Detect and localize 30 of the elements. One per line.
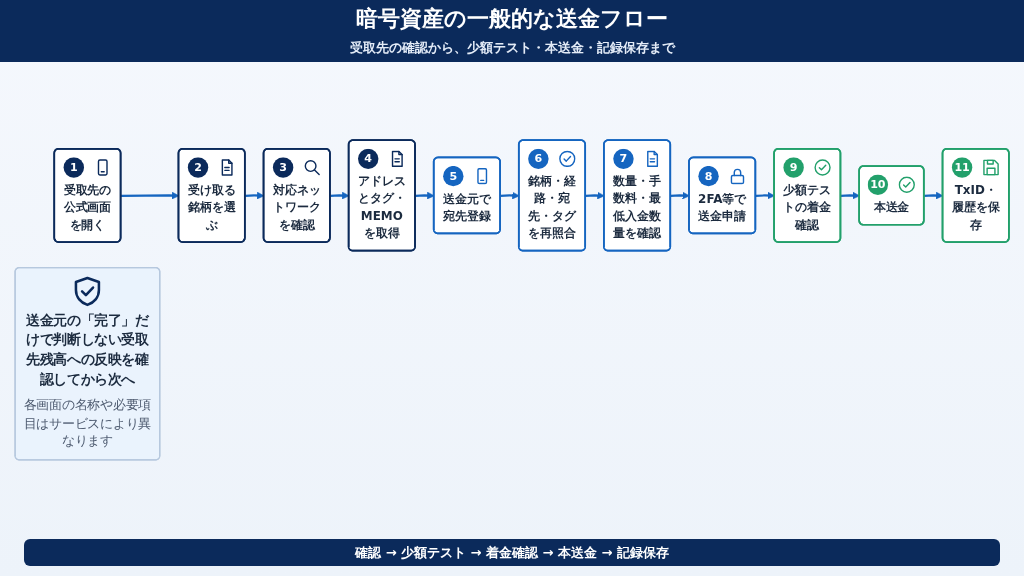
step-label: TxID・履歴を保存 (951, 181, 1001, 233)
process-box (53, 147, 122, 243)
process-box (858, 165, 925, 226)
step-label: 送金元で宛先登録 (442, 190, 492, 225)
step-label: 銘柄・経路・宛先・タグを再照合 (527, 173, 577, 242)
arrow (840, 191, 860, 200)
note-text: 各画面の名称や必要項目はサービスにより異なります (23, 395, 152, 451)
process-box (347, 139, 416, 252)
process-box (688, 156, 757, 235)
process-box (177, 147, 246, 243)
step-label: 受け取る銘柄を選ぶ (187, 181, 237, 233)
process-box (603, 139, 672, 252)
process-box (941, 147, 1010, 243)
process-box (432, 156, 501, 235)
step-label: アドレスとタグ・MEMOを取得 (357, 173, 407, 242)
step-label: 受取先の公式画面を開く (62, 181, 113, 233)
note-heading: 送金元の「完了」だけで判断しない受取先残高への反映を確認してから次へ (25, 310, 150, 389)
arrow (755, 191, 775, 200)
step-label: 対応ネットワークを確認 (272, 181, 322, 233)
step-label: 2FA等で送金申請 (697, 190, 747, 225)
step-label: 少額テストの着金確認 (782, 181, 832, 233)
subtitle: 受取先の確認から、少額テスト・本送金・記録保存まで (349, 40, 675, 55)
process-box (517, 139, 586, 252)
step-label: 本送金 (873, 199, 910, 216)
process-box (262, 147, 331, 243)
caption-banner: 確認 → 少額テスト → 着金確認 → 本送金 → 記録保存 (24, 539, 1000, 566)
title: 暗号資産の一般的な送金フロー (355, 5, 669, 33)
step-label: 数量・手数料・最低入金数量を確認 (612, 173, 662, 242)
note-panel (14, 266, 161, 461)
process-box (773, 147, 842, 243)
